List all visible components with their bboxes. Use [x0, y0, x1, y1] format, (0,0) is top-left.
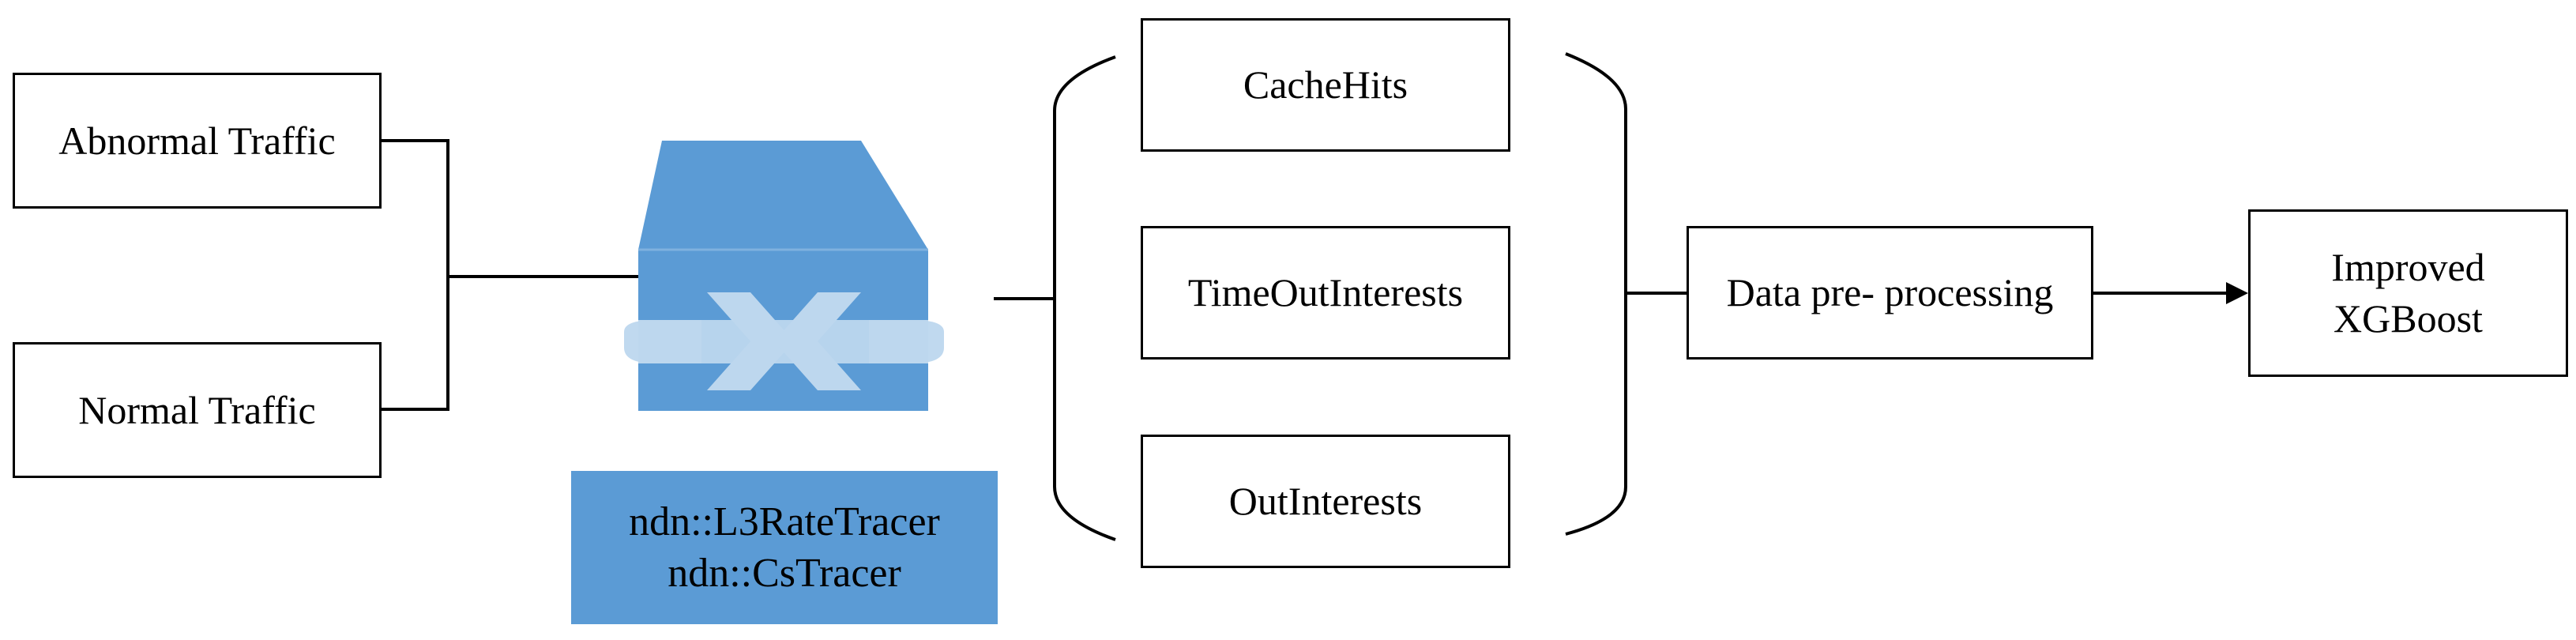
- input-merge-connector: [381, 139, 449, 411]
- cache-hits-label: CacheHits: [1243, 62, 1408, 107]
- model-line-2: XGBoost: [2333, 296, 2483, 341]
- tracer-line-1: ndn::L3RateTracer: [629, 499, 940, 544]
- abnormal-traffic-box: Abnormal Traffic: [13, 73, 382, 209]
- out-interests-label: OutInterests: [1228, 479, 1423, 523]
- data-preprocessing-label: Data pre- processing: [1726, 270, 2054, 314]
- improved-xgboost-box: Improved XGBoost: [2248, 209, 2568, 377]
- normal-traffic-label: Normal Traffic: [78, 387, 316, 432]
- timeout-interests-label: TimeOutInterests: [1187, 270, 1464, 314]
- features-right-brace: [1565, 52, 1627, 536]
- data-preprocessing-box: Data pre- processing: [1687, 226, 2093, 360]
- tracer-label-background: [571, 471, 998, 624]
- preprocessing-to-model-arrowhead: [2226, 282, 2248, 304]
- out-interests-box: OutInterests: [1141, 435, 1510, 568]
- features-left-brace: [1053, 55, 1116, 541]
- cache-hits-box: CacheHits: [1141, 18, 1510, 152]
- normal-traffic-box: Normal Traffic: [13, 342, 382, 478]
- abnormal-traffic-label: Abnormal Traffic: [58, 118, 336, 163]
- model-line-1: Improved: [2331, 245, 2485, 289]
- timeout-interests-box: TimeOutInterests: [1141, 226, 1510, 360]
- tracer-label: ndn::L3RateTracer ndn::CsTracer: [571, 471, 998, 624]
- tracer-line-2: ndn::CsTracer: [668, 551, 901, 596]
- router-icon: [624, 141, 944, 411]
